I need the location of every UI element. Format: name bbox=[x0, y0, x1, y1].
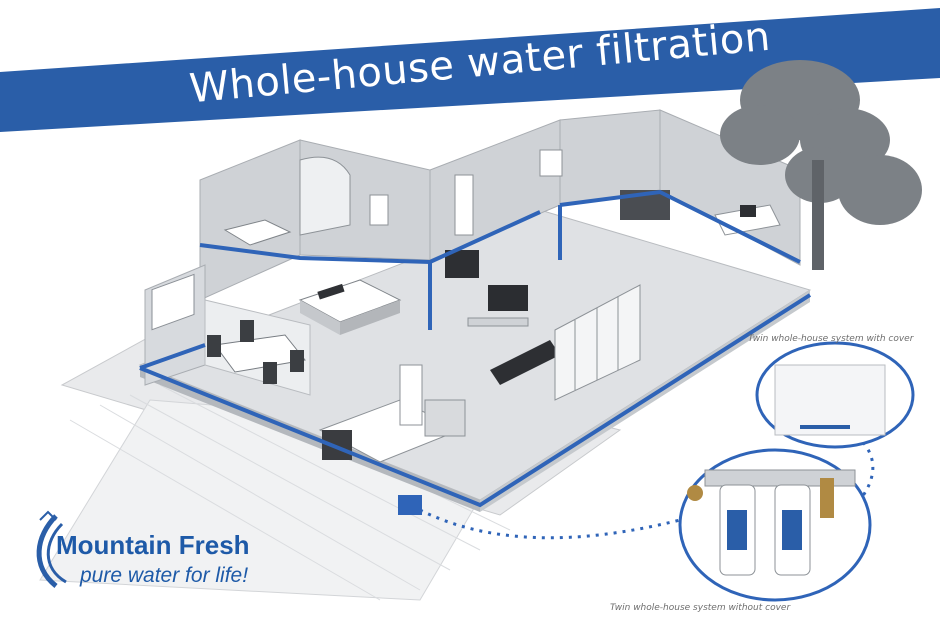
kitchen bbox=[318, 364, 466, 463]
brand-name: Mountain Fresh bbox=[56, 530, 250, 560]
back-walls bbox=[199, 109, 801, 301]
product-with-cover bbox=[755, 341, 915, 449]
mountain-swoosh-icon bbox=[36, 510, 67, 588]
living-room bbox=[445, 250, 560, 385]
caption-with-cover: Twin whole-house system with cover bbox=[748, 334, 914, 344]
patio-doors bbox=[554, 284, 641, 401]
banner-shape bbox=[0, 8, 940, 132]
brand-tagline: pure water for life! bbox=[80, 564, 249, 587]
caption-without-cover: Twin whole-house system without cover bbox=[610, 603, 791, 613]
bed bbox=[298, 279, 402, 335]
brand-logo: Mountain Fresh pure water for life! bbox=[26, 506, 326, 606]
title-banner: Whole-house water filtration bbox=[0, 0, 940, 140]
dining-table bbox=[207, 320, 306, 384]
bathroom bbox=[223, 156, 389, 246]
tree bbox=[720, 60, 922, 270]
product-without-cover bbox=[678, 448, 872, 602]
water-pipes bbox=[139, 189, 812, 508]
